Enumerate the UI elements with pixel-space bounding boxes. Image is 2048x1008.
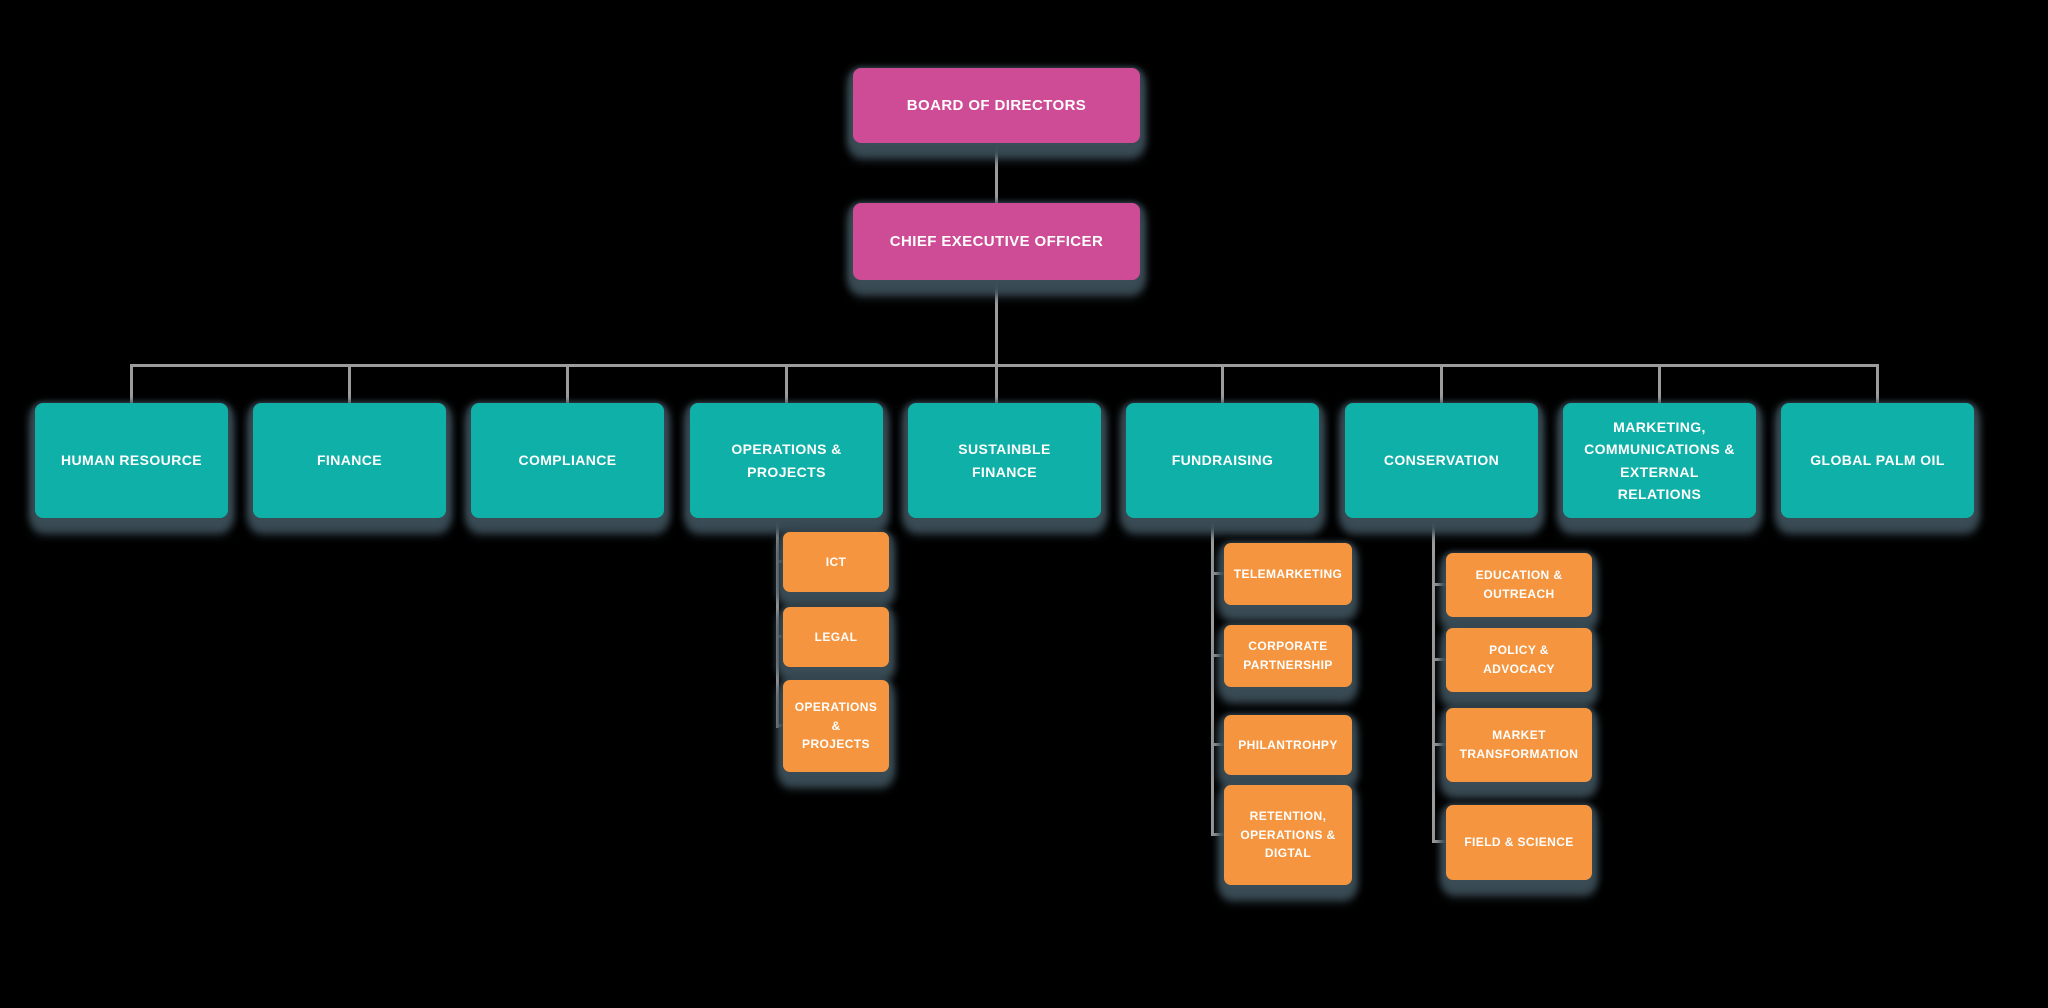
node-label: ICT [825,554,847,569]
connector-fundraising-stub-corporate-partnership [1211,654,1227,657]
node-label: POLICY & ADVOCACY [1483,643,1555,676]
connector-stub-marketing [1658,364,1661,403]
node-label: FUNDRAISING [1171,452,1274,469]
node-telemarketing: TELEMARKETING [1224,543,1352,605]
connector-ops-stub-legal [776,635,786,638]
node-education-outreach: EDUCATION & OUTREACH [1446,553,1592,617]
connector-conservation-vline [1432,518,1435,843]
connector-ceo-drop [995,280,998,403]
node-label: GLOBAL PALM OIL [1810,452,1945,469]
node-label: RETENTION, OPERATIONS & DIGTAL [1240,809,1336,861]
node-label: LEGAL [814,629,858,644]
node-human-resource: HUMAN RESOURCE [35,403,228,518]
node-retention-operations-digtal: RETENTION, OPERATIONS & DIGTAL [1224,785,1352,885]
node-label: MARKETING, COMMUNICATIONS & EXTERNAL REL… [1584,418,1735,502]
node-label: TELEMARKETING [1233,566,1343,581]
node-fundraising: FUNDRAISING [1126,403,1319,518]
connector-ops-stub-operations [776,724,786,727]
connector-ops-vline [776,518,779,728]
node-sustainble-finance: SUSTAINBLE FINANCE [908,403,1101,518]
connector-conservation-stub-education [1432,583,1449,586]
node-operations-projects-team: OPERATIONS & PROJECTS [783,680,889,772]
node-board-of-directors: BOARD OF DIRECTORS [853,68,1140,143]
node-label: FINANCE [316,452,383,469]
connector-conservation-stub-market [1432,743,1449,746]
connector-stub-global-palm-oil [1876,364,1879,403]
node-chief-executive-officer: CHIEF EXECUTIVE OFFICER [853,203,1140,280]
node-label: OPERATIONS & PROJECTS [794,700,878,752]
connector-stub-human-resource [130,364,133,403]
connector-fundraising-vline [1211,518,1214,836]
node-operations-projects: OPERATIONS & PROJECTS [690,403,883,518]
node-field-science: FIELD & SCIENCE [1446,805,1592,880]
node-label: HUMAN RESOURCE [61,452,202,469]
node-conservation: CONSERVATION [1345,403,1538,518]
node-marketing-communications-external-relations: MARKETING, COMMUNICATIONS & EXTERNAL REL… [1563,403,1756,518]
connector-fundraising-stub-philantrohpy [1211,743,1227,746]
node-label: FIELD & SCIENCE [1464,835,1574,850]
connector-stub-compliance [566,364,569,403]
connector-conservation-stub-field [1432,840,1449,843]
connector-stub-conservation [1440,364,1443,403]
node-label: COMPLIANCE [518,452,617,469]
node-market-transformation: MARKET TRANSFORMATION [1446,708,1592,782]
connector-fundraising-stub-telemarketing [1211,572,1227,575]
node-corporate-partnership: CORPORATE PARTNERSHIP [1224,625,1352,687]
node-philantrohpy: PHILANTROHPY [1224,715,1352,775]
node-label: CONSERVATION [1383,452,1500,469]
node-legal: LEGAL [783,607,889,667]
connector-ops-stub-ict [776,560,786,563]
connector-fundraising-stub-retention [1211,833,1227,836]
node-ict: ICT [783,532,889,592]
connector-board-ceo [995,143,998,203]
node-label: CORPORATE PARTNERSHIP [1243,639,1333,672]
node-compliance: COMPLIANCE [471,403,664,518]
node-label: EDUCATION & OUTREACH [1475,568,1563,601]
connector-bus [130,364,1879,367]
connector-stub-operations-projects [785,364,788,403]
connector-stub-finance [348,364,351,403]
node-label: SUSTAINBLE FINANCE [958,441,1051,480]
node-label: CHIEF EXECUTIVE OFFICER [889,232,1104,250]
node-label: OPERATIONS & PROJECTS [731,441,842,480]
node-finance: FINANCE [253,403,446,518]
connector-conservation-stub-policy [1432,658,1449,661]
node-policy-advocacy: POLICY & ADVOCACY [1446,628,1592,692]
node-label: MARKET TRANSFORMATION [1459,728,1579,761]
node-label: PHILANTROHPY [1238,737,1338,752]
connector-stub-fundraising [1221,364,1224,403]
node-global-palm-oil: GLOBAL PALM OIL [1781,403,1974,518]
node-label: BOARD OF DIRECTORS [906,96,1087,114]
